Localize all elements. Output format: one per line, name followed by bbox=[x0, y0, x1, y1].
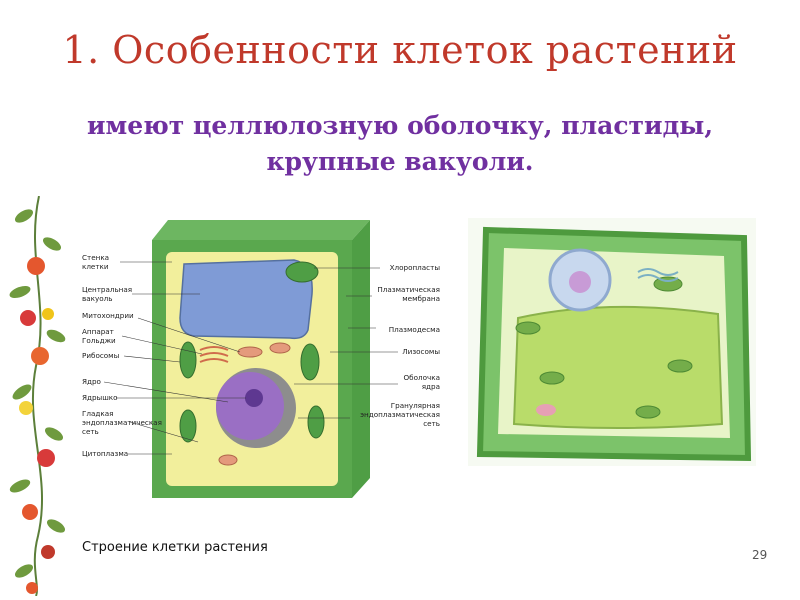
slide-title: 1. Особенности клеток растений bbox=[0, 28, 800, 72]
nucleolus-illustration bbox=[569, 271, 591, 293]
cell-wall-top bbox=[152, 220, 370, 240]
slide-subtitle: имеют целлюлозную оболочку, пластиды, кр… bbox=[40, 108, 760, 181]
label-ribosomes: Рибосомы bbox=[82, 351, 120, 360]
label-lysosomes: Лизосомы bbox=[402, 347, 440, 356]
label-plasmodesma: Плазмодесма bbox=[389, 325, 440, 334]
mitochondrion bbox=[238, 347, 262, 357]
plant-cell-illustration bbox=[468, 218, 756, 466]
chloroplast bbox=[286, 262, 318, 282]
mitochondrion bbox=[219, 455, 237, 465]
cell-wall-right bbox=[352, 220, 370, 498]
subtitle-line-2: крупные вакуоли. bbox=[40, 144, 760, 180]
label-mitochondria: Митохондрии bbox=[82, 311, 134, 320]
flower-border-decoration bbox=[6, 196, 72, 596]
subtitle-line-1: имеют целлюлозную оболочку, пластиды, bbox=[40, 108, 760, 144]
mitochondrion bbox=[270, 343, 290, 353]
label-chloroplasts: Хлоропласты bbox=[390, 263, 441, 272]
chloroplast bbox=[301, 344, 319, 380]
mitochondrion-illustration bbox=[536, 404, 556, 416]
chloroplast bbox=[180, 342, 196, 378]
label-nucleus: Ядро bbox=[82, 377, 101, 386]
page-number: 29 bbox=[752, 548, 767, 562]
label-cytoplasm: Цитоплазма bbox=[82, 449, 128, 458]
figure-caption: Строение клетки растения bbox=[82, 540, 268, 555]
chloroplast bbox=[308, 406, 324, 438]
label-nucleolus: Ядрышко bbox=[82, 393, 118, 402]
nucleolus bbox=[245, 389, 263, 407]
